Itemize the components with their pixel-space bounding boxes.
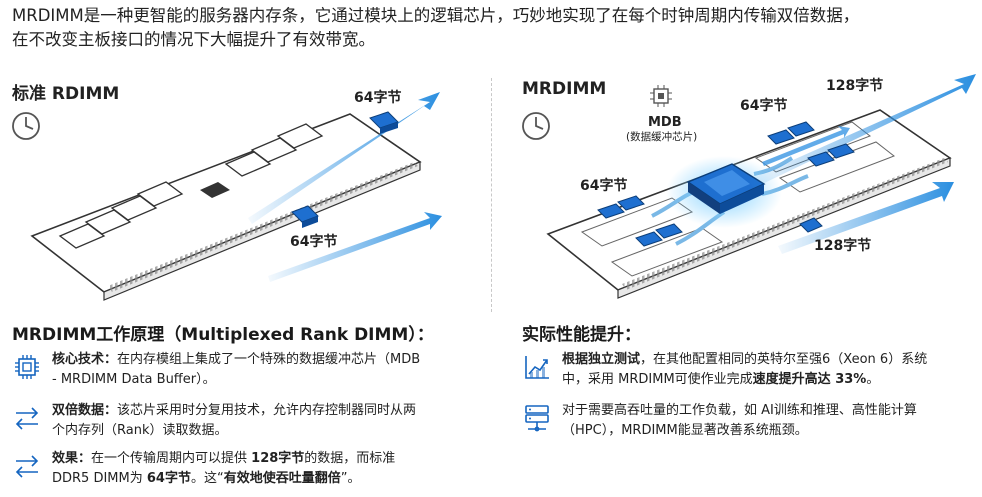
performance-item-hpc: 对于需要高吞吐量的工作负载，如 AI训练和推理、高性能计算 （HPC），MRDI…	[522, 401, 917, 441]
label-64-bottom: 64字节	[290, 233, 337, 250]
mrdimm-title: MRDIMM	[522, 79, 607, 99]
data-packet	[807, 151, 835, 167]
hpc-text-1: 对于需要高吞吐量的工作负载，如 AI训练和推理、高性能计算	[562, 403, 917, 418]
mdb-label: MDB	[648, 115, 682, 130]
dram-chip	[250, 137, 298, 163]
panel-divider	[491, 78, 492, 312]
effect-text-a: 在一个传输周期内可以提供	[91, 451, 252, 466]
dram-chip	[58, 223, 106, 249]
mdb-chip	[686, 163, 766, 214]
data-arrow-mid	[762, 126, 850, 166]
clock-icon	[12, 112, 40, 140]
data-packet	[767, 129, 795, 145]
principle-item-double: 双倍数据：该芯片采用时分复用技术，允许内存控制器同时从两 个内存列（Rank）读…	[12, 401, 416, 441]
test-text-1: ，在其他配置相同的英特尔至强6（Xeon 6）系统	[640, 352, 928, 367]
core-tech-label: 核心技术：	[52, 352, 118, 367]
chip-icon	[15, 355, 39, 379]
hpc-text-2: （HPC），MRDIMM能显著改善系统瓶颈。	[562, 423, 808, 438]
label-64-left: 64字节	[580, 177, 627, 194]
effect-text-b: 的数据，而标准	[304, 451, 396, 466]
principle-item-core: 核心技术：在内存模组上集成了一个特殊的数据缓冲芯片（MDB - MRDIMM D…	[12, 350, 420, 390]
principle-title: MRDIMM工作原理（Multiplexed Rank DIMM）：	[12, 325, 434, 345]
intro-text: MRDIMM是一种更智能的服务器内存条，它通过模块上的逻辑芯片，巧妙地实现了在每…	[12, 4, 972, 52]
data-packet	[635, 231, 663, 247]
label-64-top: 64字节	[354, 89, 401, 106]
test-label: 根据独立测试	[562, 352, 641, 367]
test-text-3: 。	[866, 372, 880, 387]
data-arrow-bottom	[268, 212, 442, 282]
performance-title: 实际性能提升：	[522, 325, 641, 345]
core-tech-text-2: - MRDIMM Data Buffer）。	[52, 372, 216, 387]
data-arrow-top	[248, 92, 440, 224]
effect-text-c: DDR5 DIMM为	[52, 471, 147, 486]
effect-text-d: 。这“	[190, 471, 224, 486]
data-packet	[597, 203, 625, 219]
double-data-label: 双倍数据：	[52, 403, 118, 418]
intro-line-1: MRDIMM是一种更智能的服务器内存条，它通过模块上的逻辑芯片，巧妙地实现了在每…	[12, 6, 860, 25]
effect-label: 效果：	[52, 451, 92, 466]
mdb-subtitle: (数据缓冲芯片)	[626, 130, 697, 143]
dram-chip	[224, 151, 272, 177]
double-arrow-icon	[15, 407, 39, 430]
data-packet	[617, 195, 645, 211]
label-64-mid: 64字节	[740, 97, 787, 114]
rdimm-module	[30, 113, 422, 293]
dram-chip	[276, 123, 324, 149]
data-packet	[787, 121, 815, 137]
server-icon	[525, 405, 549, 432]
test-speedup: 速度提升高达 33%	[752, 372, 867, 387]
performance-item-test: 根据独立测试，在其他配置相同的英特尔至强6（Xeon 6）系统 中，采用 MRD…	[522, 350, 927, 390]
effect-text-e: ”。	[340, 471, 361, 486]
dram-chip	[136, 181, 184, 207]
register-chip	[200, 182, 230, 198]
data-packet	[291, 205, 319, 228]
data-arrow-bottom-large	[778, 182, 954, 254]
double-data-text-1: 该芯片采用时分复用技术，允许内存控制器同时从两	[117, 403, 417, 418]
rdimm-diagram: 64字节 64字节	[12, 89, 442, 301]
double-data-text-2: 个内存列（Rank）读取数据。	[52, 423, 228, 438]
test-text-2: 中，采用 MRDIMM可使作业完成	[562, 372, 753, 387]
effect-bold-128: 128字节	[251, 451, 305, 466]
principle-item-effect: 效果：在一个传输周期内可以提供 128字节的数据，而标准 DDR5 DIMM为 …	[12, 449, 395, 489]
clock-icon	[522, 112, 550, 140]
chart-icon	[525, 356, 549, 379]
effect-bold-double: 有效地使吞吐量翻倍	[223, 471, 341, 486]
double-arrow-icon	[15, 455, 39, 478]
data-packet	[799, 217, 823, 233]
intro-line-2: 在不改变主板接口的情况下大幅提升了有效带宽。	[12, 30, 375, 49]
core-tech-text-1: 在内存模组上集成了一个特殊的数据缓冲芯片（MDB	[117, 352, 421, 367]
rdimm-title: 标准 RDIMM	[12, 84, 120, 104]
label-128-top: 128字节	[826, 77, 883, 94]
data-packet	[655, 223, 683, 239]
mrdimm-diagram: MDB (数据缓冲芯片) 64字节 128字节 64字节 128字节	[522, 74, 976, 299]
dram-chip	[110, 195, 158, 221]
effect-bold-64: 64字节	[146, 471, 191, 486]
data-packet	[369, 111, 399, 134]
mdb-chip-icon	[650, 85, 672, 107]
data-packet	[827, 143, 855, 159]
label-128-bottom: 128字节	[814, 237, 871, 254]
dram-chip	[84, 209, 132, 235]
data-arrow-top-large	[748, 74, 976, 188]
